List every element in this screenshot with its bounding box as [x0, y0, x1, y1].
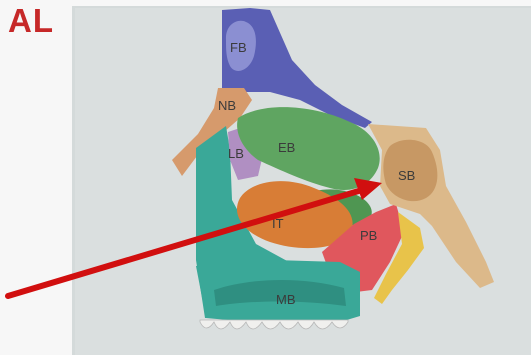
label-nb: NB — [218, 98, 236, 113]
label-eb: EB — [278, 140, 295, 155]
label-mb: MB — [276, 292, 296, 307]
label-lb: LB — [228, 146, 244, 161]
teeth — [200, 320, 348, 329]
label-pb: PB — [360, 228, 377, 243]
label-fb: FB — [230, 40, 247, 55]
label-sb: SB — [398, 168, 415, 183]
